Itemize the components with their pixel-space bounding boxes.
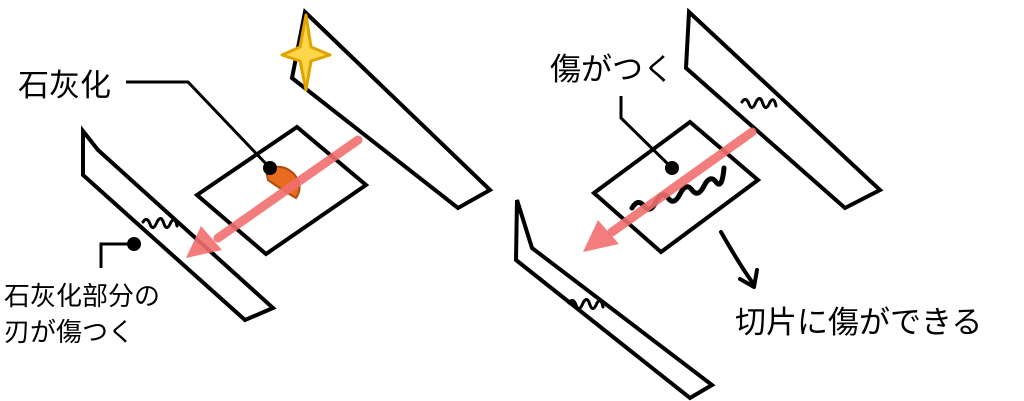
leader-blade-damage [99,242,134,268]
spark-icon [280,13,332,92]
label-section-damaged: 切片に傷ができる [735,305,982,341]
result-arrow-head [738,268,759,289]
cut-arrow-right-head [583,220,619,252]
blade-nick-left [141,217,179,229]
leader-blade-damage-dot [127,237,141,251]
label-scratched: 傷がつく [550,52,674,88]
blade-nick-right-lower [567,298,605,310]
left-panel: 石灰化 石灰化部分の 刃が傷つく [4,8,494,348]
label-calcified: 石灰化 [18,68,111,104]
leader-calcified [126,80,272,170]
label-blade-damaged-line2: 刃が傷つく [4,318,134,348]
leader-calcified-dot [263,161,277,175]
result-arrow [719,230,754,284]
leader-scratched-dot [665,161,679,175]
cut-arrow-left-shaft [213,135,363,243]
right-panel: 傷がつく 切片に傷ができる [513,7,982,401]
upper-blade-right [683,7,884,211]
label-blade-damaged-line1: 石灰化部分の [4,282,160,312]
blade-nick-right-upper [740,97,778,109]
cut-arrow-left-head [186,226,222,258]
lower-blade-right [513,199,716,401]
leader-scratched [619,96,674,170]
cut-arrow-right-shaft [607,127,757,237]
